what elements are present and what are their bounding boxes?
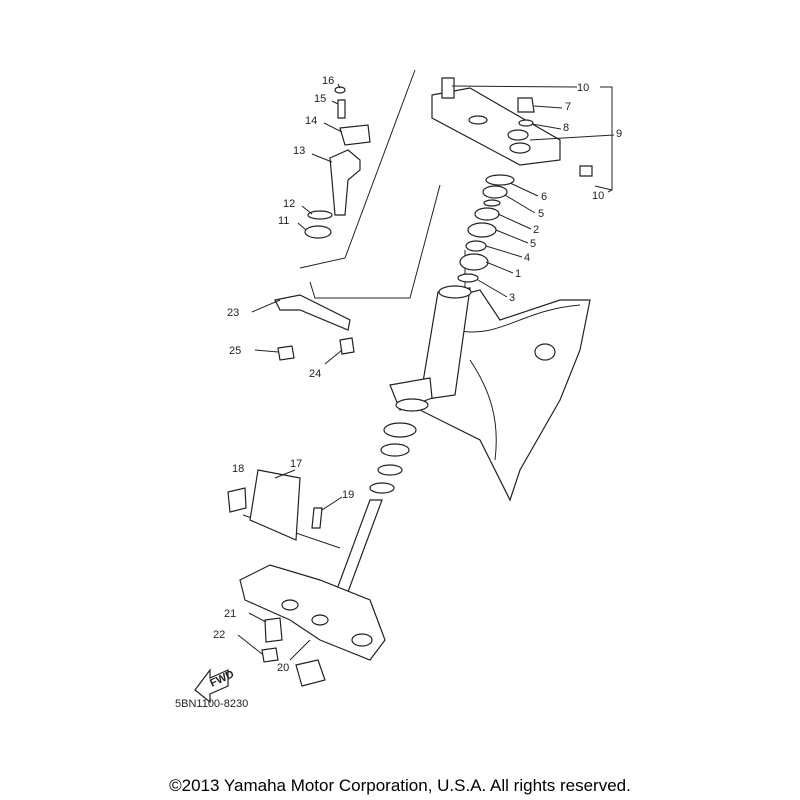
callouts: 16 15 14 13 12 11 10 7 8 9 10 6 5 2 5 4 … <box>175 75 622 710</box>
callout-10-bottom: 10 <box>592 190 604 202</box>
callout-17: 17 <box>290 458 302 470</box>
leader-lines <box>237 83 615 661</box>
callout-2: 2 <box>533 224 539 236</box>
part-number: 5BN1100-8230 <box>175 698 248 710</box>
cable-guide <box>274 294 355 361</box>
callout-14: 14 <box>305 115 317 127</box>
callout-23: 23 <box>227 307 239 319</box>
callout-5-top: 5 <box>538 208 544 220</box>
callout-12: 12 <box>283 198 295 210</box>
callout-4: 4 <box>524 252 530 264</box>
frame <box>389 285 591 502</box>
callout-7: 7 <box>565 101 571 113</box>
callout-22: 22 <box>213 629 225 641</box>
callout-15: 15 <box>314 93 326 105</box>
bearing-stack <box>369 174 515 494</box>
callout-11: 11 <box>278 215 289 227</box>
callout-1: 1 <box>515 268 521 280</box>
callout-16: 16 <box>322 75 334 87</box>
upper-bracket <box>431 77 593 177</box>
callout-9: 9 <box>616 128 622 140</box>
steering-stem <box>227 469 386 687</box>
callout-6: 6 <box>541 191 547 203</box>
callout-18: 18 <box>232 463 244 475</box>
fwd-arrow: FWD <box>194 668 236 704</box>
callout-25: 25 <box>229 345 241 357</box>
callout-8: 8 <box>563 122 569 134</box>
callout-24: 24 <box>309 368 321 380</box>
copyright-footer: ©2013 Yamaha Motor Corporation, U.S.A. A… <box>169 776 631 795</box>
callout-19: 19 <box>342 489 354 501</box>
callout-3: 3 <box>509 292 515 304</box>
callout-21: 21 <box>224 608 236 620</box>
callout-13: 13 <box>293 145 305 157</box>
callout-5-bottom: 5 <box>530 238 536 250</box>
callout-20: 20 <box>277 662 289 674</box>
handlebar-holder <box>304 86 371 239</box>
callout-10-top: 10 <box>577 82 589 94</box>
